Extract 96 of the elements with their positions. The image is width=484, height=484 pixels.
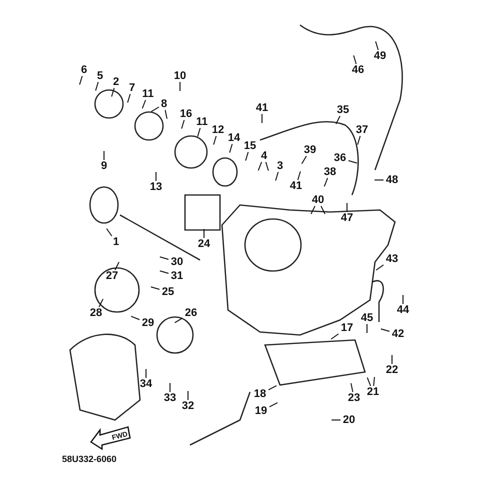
callout-number: 27 [104, 270, 120, 282]
leader-line [353, 54, 357, 64]
leader-line [197, 128, 201, 138]
callout-number: 35 [334, 104, 352, 116]
leader-line [265, 162, 269, 172]
leader-line [375, 40, 379, 50]
callout-number: 44 [394, 304, 412, 316]
callout-number: 41 [288, 180, 304, 192]
leader-line [268, 385, 277, 390]
leader-line [330, 333, 339, 340]
callout-number: 23 [346, 392, 362, 404]
callout-number: 41 [254, 102, 270, 114]
callout-number: 40 [310, 194, 326, 206]
callout-number: 18 [252, 388, 268, 400]
leader-line [245, 152, 249, 162]
callout-number: 8 [159, 98, 169, 110]
leader-line [174, 318, 183, 324]
callout-number: 45 [358, 312, 376, 324]
callout-number: 10 [172, 70, 188, 82]
callout-number: 38 [322, 166, 338, 178]
callout-number: 11 [140, 88, 156, 100]
leader-line [350, 382, 354, 392]
leader-line [258, 162, 262, 171]
leader-line [346, 202, 348, 212]
leader-line [130, 316, 140, 320]
callout-number: 28 [88, 307, 104, 319]
callout-number: 46 [350, 64, 366, 76]
callout-number: 49 [372, 50, 388, 62]
callout-number: 48 [384, 174, 400, 186]
leader-line [380, 328, 390, 332]
callout-number: 11 [194, 116, 210, 128]
callout-number: 42 [390, 328, 406, 340]
leader-line [357, 136, 361, 146]
callout-number: 2 [111, 76, 121, 88]
callout-number: 25 [160, 286, 176, 298]
callout-number: 13 [148, 181, 164, 193]
leader-line [159, 256, 169, 260]
callout-number: 12 [210, 124, 226, 136]
callout-number: 22 [384, 364, 400, 376]
callout-number: 4 [259, 150, 269, 162]
callout-number: 15 [242, 140, 258, 152]
leader-line [164, 110, 168, 120]
callout-number: 32 [180, 400, 196, 412]
callout-number: 17 [338, 322, 356, 334]
leader-line [402, 294, 404, 304]
callout-number: 20 [340, 414, 358, 426]
callout-number: 6 [79, 64, 89, 76]
callout-number: 37 [354, 124, 370, 136]
callout-number: 14 [226, 132, 242, 144]
callout-number: 29 [140, 317, 156, 329]
leader-line [336, 116, 340, 124]
leader-line [111, 88, 115, 98]
callout-number: 7 [127, 82, 137, 94]
leader-line [114, 262, 120, 270]
leader-line [229, 144, 233, 154]
leader-line [275, 172, 279, 182]
callout-number: 1 [111, 236, 121, 248]
leader-line [79, 76, 83, 86]
callout-number: 30 [168, 256, 186, 268]
callout-number: 36 [332, 152, 348, 164]
callout-number: 43 [384, 253, 400, 265]
callout-number: 3 [275, 160, 285, 172]
leader-line [310, 206, 316, 214]
leader-line [269, 402, 278, 408]
callout-number: 33 [162, 392, 178, 404]
leader-line [297, 170, 301, 180]
callout-number: 21 [364, 386, 382, 398]
callout-number: 9 [99, 160, 109, 172]
leader-line [376, 264, 384, 271]
callout-number: 34 [138, 378, 154, 390]
part-number: 58U332-6060 [62, 454, 117, 464]
callout-number: 16 [178, 108, 194, 120]
leader-line [366, 324, 368, 334]
leader-line [320, 206, 326, 214]
leader-line [106, 228, 112, 236]
leader-line [348, 160, 358, 164]
leader-line [98, 298, 104, 308]
callout-number: 24 [196, 238, 212, 250]
callout-number: 39 [302, 144, 318, 156]
leader-line [150, 106, 160, 112]
leader-line [181, 120, 185, 130]
leader-line [127, 94, 131, 104]
callout-number: 5 [95, 70, 105, 82]
leader-line [213, 136, 217, 146]
callout-number: 19 [252, 405, 270, 417]
leader-line [159, 270, 169, 274]
callout-number: 47 [338, 212, 356, 224]
leader-line [366, 377, 372, 386]
callout-number: 31 [168, 270, 186, 282]
leader-line [95, 82, 99, 92]
leader-line [301, 156, 307, 164]
leader-line [373, 376, 375, 386]
leader-line [324, 178, 328, 187]
callout-number: 26 [182, 307, 200, 319]
leader-line [142, 100, 146, 109]
leader-line [150, 286, 160, 290]
